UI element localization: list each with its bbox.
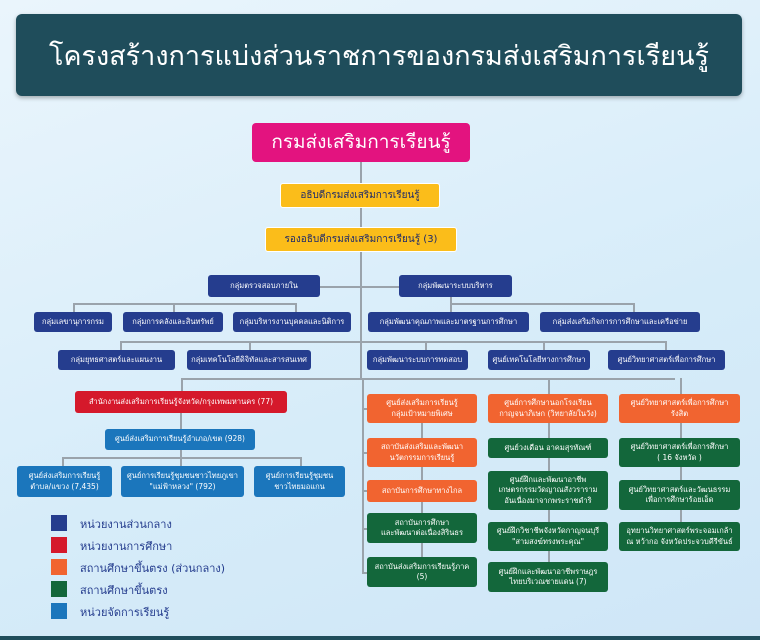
legend-swatch [51, 515, 67, 531]
local-center: ศูนย์การเรียนรู้ชุมชนชาวไทยภูเขา "แม่ฟ้า… [121, 466, 244, 497]
internal-audit-group: กลุ่มตรวจสอบภายใน [208, 275, 320, 297]
legend-label: หน่วยจัดการเรียนรู้ [80, 606, 170, 619]
institution: สถาบันส่งเสริมการเรียนรู้ภาค (5) [367, 557, 477, 587]
legend-swatch [51, 581, 67, 597]
institution: ศูนย์การศึกษานอกโรงเรียน กาญจนาภิเษก (วิ… [488, 394, 608, 423]
institution: ศูนย์วงเดือน อาคมสุรทัณฑ์ [488, 438, 608, 458]
legend-label: สถานศึกษาขึ้นตรง (ส่วนกลาง) [80, 562, 226, 575]
institution: สถาบันส่งเสริมและพัฒนา นวัตกรรมการเรียนร… [367, 438, 477, 467]
local-center: ศูนย์การเรียนรู้ชุมชน ชาวไทยมอแกน [254, 466, 345, 497]
root-department: กรมส่งเสริมการเรียนรู้ [252, 123, 470, 162]
legend-swatch [51, 537, 67, 553]
institution: ศูนย์ฝึกและพัฒนาอาชีพราษฎร ไทยบริเวณชายแ… [488, 562, 608, 592]
institution: ศูนย์วิทยาศาสตร์เพื่อการศึกษา รังสิต [619, 394, 740, 423]
institution: สถาบันการศึกษา และพัฒนาต่อเนื่องสิรินธร [367, 513, 477, 543]
footer-band [0, 636, 760, 640]
institution: สถาบันการศึกษาทางไกล [367, 480, 477, 502]
institution: ศูนย์ฝึกวิชาชีพจังหวัดกาญจนบุรี "สามสงฆ์… [488, 522, 608, 551]
institution: ศูนย์ส่งเสริมการเรียนรู้ กลุ่มเป้าหมายพิ… [367, 394, 477, 423]
institution: ศูนย์ฝึกและพัฒนาอาชีพ เกษตรกรรมวัดญาณสัง… [488, 471, 608, 510]
local-center: ศูนย์ส่งเสริมการเรียนรู้ ตำบล/แขวง (7,43… [17, 466, 112, 497]
district-center: ศูนย์ส่งเสริมการเรียนรู้อำเภอ/เขต (928) [105, 429, 255, 450]
org-unit: กลุ่มการคลังและสินทรัพย์ [123, 312, 223, 332]
deputy-director-box: รองอธิบดีกรมส่งเสริมการเรียนรู้ (3) [265, 227, 457, 252]
org-unit: กลุ่มพัฒนาคุณภาพและมาตรฐานการศึกษา [368, 312, 529, 332]
org-unit: ศูนย์วิทยาศาสตร์เพื่อการศึกษา [608, 350, 725, 370]
legend-label: หน่วยงานส่วนกลาง [80, 518, 172, 531]
legend-swatch [51, 559, 67, 575]
org-unit: ศูนย์เทคโนโลยีทางการศึกษา [488, 350, 590, 370]
director-box: อธิบดีกรมส่งเสริมการเรียนรู้ [280, 183, 440, 208]
org-unit: กลุ่มพัฒนาระบบการทดสอบ [367, 350, 468, 370]
institution: อุทยานวิทยาศาสตร์พระจอมเกล้า ณ หว้ากอ จั… [619, 522, 740, 551]
legend-label: สถานศึกษาขึ้นตรง [80, 584, 168, 597]
institution: ศูนย์วิทยาศาสตร์และวัฒนธรรม เพื่อการศึกษ… [619, 480, 740, 510]
org-unit: กลุ่มเทคโนโลยีดิจิทัลและสารสนเทศ [187, 350, 311, 370]
page-title: โครงสร้างการแบ่งส่วนราชการของกรมส่งเสริม… [16, 14, 742, 96]
institution: ศูนย์วิทยาศาสตร์เพื่อการศึกษา ( 16 จังหว… [619, 438, 740, 467]
admin-development-group: กลุ่มพัฒนาระบบบริหาร [399, 275, 512, 297]
org-unit: กลุ่มส่งเสริมกิจการการศึกษาและเครือข่าย [540, 312, 700, 332]
legend-label: หน่วยงานการศึกษา [80, 540, 173, 553]
provincial-office: สำนักงานส่งเสริมการเรียนรู้จังหวัด/กรุงเ… [75, 391, 287, 413]
org-unit: กลุ่มเลขานุการกรม [34, 312, 112, 332]
org-unit: กลุ่มยุทธศาสตร์และแผนงาน [58, 350, 175, 370]
legend-swatch [51, 603, 67, 619]
org-unit: กลุ่มบริหารงานบุคคลและนิติการ [233, 312, 351, 332]
